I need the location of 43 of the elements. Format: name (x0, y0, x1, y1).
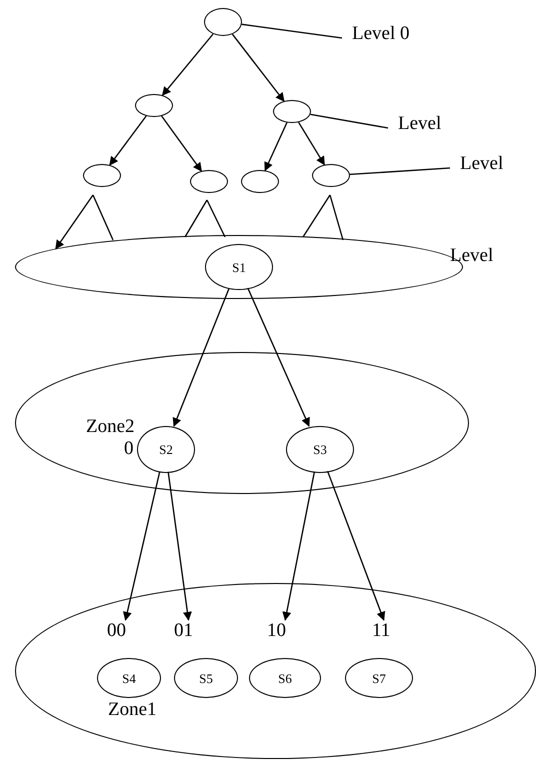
zone-ellipse (15, 583, 536, 759)
arrow (264, 122, 288, 172)
arrow (327, 470, 386, 621)
arrow (109, 116, 147, 166)
zone-label: Zone2 (86, 417, 135, 436)
arrow (232, 34, 285, 102)
level-label: Level (450, 246, 494, 265)
arrow (55, 194, 94, 250)
server-node: S7 (345, 658, 413, 698)
tree-node (204, 8, 242, 36)
arrow (172, 288, 230, 427)
address-label: 00 (107, 621, 141, 643)
leader-line (242, 24, 342, 39)
address-label: 11 (372, 621, 406, 643)
arrow (161, 116, 202, 172)
level-label: Level (460, 154, 524, 178)
leader-line (350, 167, 450, 176)
tree-node (312, 164, 350, 187)
tree-node (135, 94, 173, 117)
arrow (282, 472, 316, 621)
tree-node (190, 170, 228, 193)
server-node: S5 (174, 658, 238, 698)
level-label: Level (398, 114, 462, 138)
arrow (168, 472, 192, 621)
address-label: 0 (124, 439, 134, 458)
leader-line (310, 114, 388, 129)
arrow (247, 288, 310, 427)
address-label: 10 (267, 621, 301, 643)
tree-node (241, 170, 279, 193)
server-node: S4 (97, 658, 161, 698)
tree-node (83, 164, 121, 187)
level-label: Level 0 (352, 24, 436, 48)
zone-ellipse (15, 352, 469, 494)
arrow (122, 471, 160, 621)
server-node: S2 (137, 426, 195, 473)
address-label: 01 (174, 621, 208, 643)
arrow (298, 122, 325, 166)
zone-label: Zone1 (108, 700, 157, 719)
server-node: S1 (205, 244, 273, 290)
tree-node (273, 100, 311, 123)
server-node: S6 (249, 658, 321, 698)
server-node: S3 (286, 426, 354, 473)
arrow (162, 34, 214, 96)
